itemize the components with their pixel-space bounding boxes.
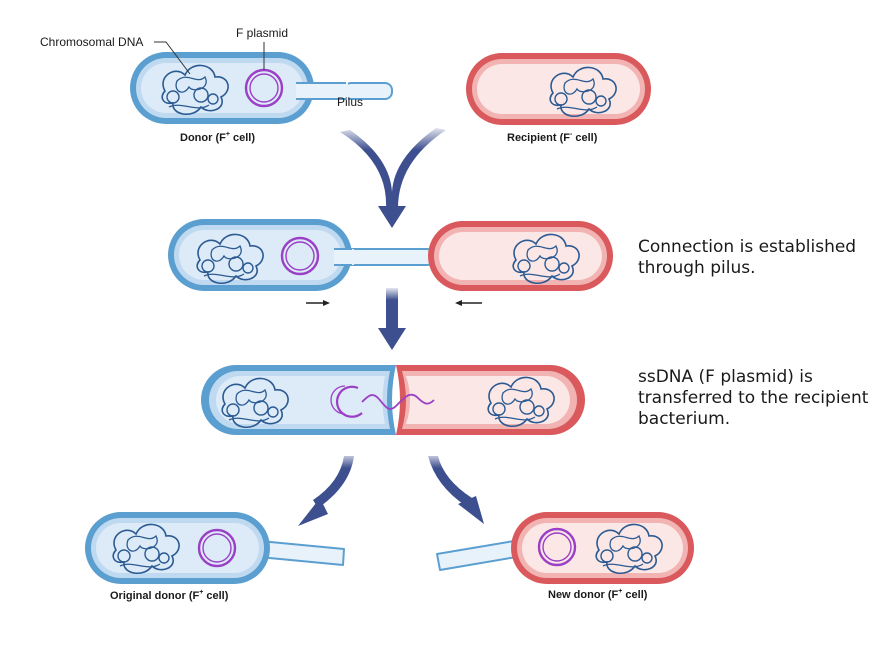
pilus-connected — [341, 248, 435, 266]
chromosomal-dna-leader — [154, 41, 191, 75]
recipient-cell-top — [466, 53, 651, 125]
new-donor-caption: New donor (F+ cell) — [548, 588, 648, 601]
recipient-caption: Recipient (F- cell) — [507, 131, 598, 144]
recipient-cell-connected — [428, 221, 613, 291]
ssdna-strand-icon — [361, 393, 435, 410]
pilus-label: Pilus — [337, 95, 364, 109]
donor-caption: Donor (F+ cell) — [180, 131, 255, 144]
new-donor-cell — [436, 512, 694, 584]
split-arrows — [298, 450, 484, 526]
f-plasmid-icon — [335, 385, 363, 418]
movement-arrows — [306, 300, 482, 306]
step-transfer-text: ssDNA (F plasmid) is transferred to the … — [638, 367, 869, 429]
original-donor-cell — [85, 512, 345, 584]
fused-cells — [201, 365, 585, 435]
donor-cell-top — [130, 52, 393, 124]
down-arrow — [378, 286, 406, 350]
f-plasmid-label: F plasmid — [236, 26, 289, 40]
pilus-original — [258, 540, 345, 566]
pilus-new — [436, 539, 523, 571]
merge-arrow — [330, 124, 460, 228]
chromosomal-dna-label: Chromosomal DNA — [40, 35, 144, 49]
step-connection-text: Connection is established through pilus. — [638, 237, 857, 278]
donor-cell-connected — [168, 219, 435, 291]
original-donor-caption: Original donor (F+ cell) — [110, 589, 229, 602]
